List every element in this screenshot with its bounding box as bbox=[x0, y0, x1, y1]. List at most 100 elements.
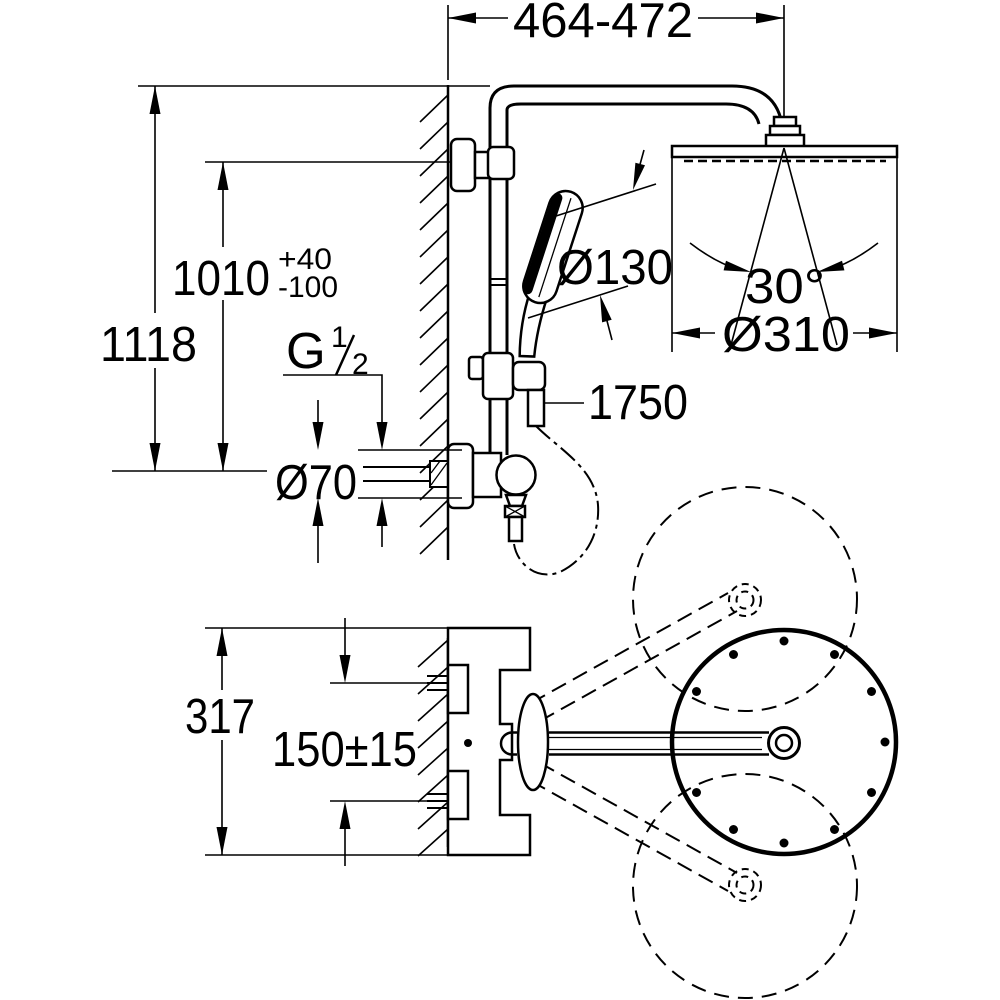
arrowhead bbox=[723, 260, 751, 272]
slider-knob bbox=[467, 355, 485, 381]
arrowhead bbox=[376, 498, 388, 526]
arrow-shafts bbox=[317, 400, 383, 563]
dim-label-valve-height: 317 bbox=[185, 690, 255, 744]
thread-callout: G 1 2 bbox=[283, 321, 388, 450]
swivel-circle-upper bbox=[632, 486, 858, 712]
nozzle-dot bbox=[779, 838, 789, 848]
dim-hose-length: 1750 bbox=[545, 376, 688, 430]
dim-label-inlet-spacing: 150±15 bbox=[272, 723, 417, 777]
arm-base-cap bbox=[499, 731, 517, 756]
arm-top-view bbox=[549, 731, 769, 756]
arrowhead bbox=[216, 827, 228, 855]
dim-ext-lines bbox=[205, 627, 448, 856]
nozzle-dot bbox=[867, 687, 876, 696]
swivel-hub-upper-inner bbox=[735, 590, 755, 610]
inlet-fitting-lower bbox=[446, 769, 470, 821]
dim-label-total-height: 1118 bbox=[100, 318, 197, 372]
shower-pipe-outer bbox=[488, 84, 784, 455]
inlet-fitting-upper bbox=[446, 663, 470, 715]
dim-inlet-spacing: 150±15 bbox=[272, 618, 448, 866]
dim-headshower-diameter: Ø310 bbox=[672, 308, 897, 362]
dim-label-handshower: Ø130 bbox=[557, 241, 673, 295]
wall-bracket-collar bbox=[486, 145, 516, 181]
nozzle-dot bbox=[729, 825, 738, 834]
nozzle-dot bbox=[692, 788, 701, 797]
cone-lines bbox=[730, 147, 838, 346]
dim-arm-projection: 464-472 bbox=[447, 0, 785, 118]
valve-check-symbol bbox=[504, 505, 526, 518]
arrowhead bbox=[216, 628, 228, 656]
swivel-hub-lower-outer bbox=[728, 868, 762, 902]
dim-total-height: 1118 bbox=[100, 85, 490, 471]
dim-label-tol-minus: -100 bbox=[278, 271, 338, 304]
dim-label-hose: 1750 bbox=[588, 376, 688, 430]
hand-shower-handle bbox=[518, 290, 549, 358]
slider-body bbox=[481, 351, 515, 401]
thread-denominator: 2 bbox=[352, 348, 369, 381]
arrowhead bbox=[448, 12, 476, 24]
dim-ext-lines bbox=[358, 449, 462, 499]
arrowhead bbox=[756, 12, 784, 24]
dim-ext-lines bbox=[671, 158, 898, 352]
supply-fitting-hatch bbox=[430, 460, 448, 486]
valve-center-mark bbox=[464, 739, 472, 747]
supply-pipe-lines bbox=[363, 466, 430, 482]
head-connector-mid bbox=[768, 124, 802, 137]
valve-outlet-stub bbox=[507, 515, 524, 543]
dim-handshower-diameter: Ø130 bbox=[527, 149, 673, 341]
dim-label-outlet-height: 1010 bbox=[172, 252, 270, 306]
arrowhead bbox=[149, 443, 161, 471]
dim-valve-height: 317 bbox=[185, 627, 448, 856]
dim-label-tol-plus: +40 bbox=[278, 243, 332, 276]
hose-outlet bbox=[526, 388, 546, 428]
shower-pipe-inner bbox=[505, 102, 761, 455]
dimensions: 464-472 1118 1010 +40 -100 G 1 2 bbox=[100, 0, 898, 866]
dim-label-arm-projection: 464-472 bbox=[513, 0, 693, 48]
arrowhead bbox=[149, 86, 161, 114]
swivel-arm-lower bbox=[530, 762, 738, 892]
hand-shower-contour bbox=[538, 197, 572, 298]
arrowhead bbox=[633, 162, 645, 190]
arrowhead bbox=[376, 422, 388, 450]
head-connector-top bbox=[772, 115, 798, 128]
thread-letter: G bbox=[286, 322, 326, 379]
nozzle-dot bbox=[692, 687, 701, 696]
arrowhead bbox=[672, 327, 700, 339]
hand-shower bbox=[518, 189, 584, 358]
dim-rosette-diameter: Ø70 bbox=[275, 400, 462, 563]
arrowhead bbox=[600, 295, 612, 323]
valve-outlet-neck bbox=[504, 493, 528, 508]
nozzle-dot bbox=[880, 737, 890, 747]
dim-outlet-height: 1010 +40 -100 bbox=[112, 161, 450, 472]
arrowhead bbox=[339, 655, 351, 683]
pipe-joint-ticks bbox=[490, 278, 507, 286]
thread-leader bbox=[283, 374, 383, 422]
arm-hub-inner bbox=[774, 733, 794, 753]
swivel-hub-lower-inner bbox=[735, 875, 755, 895]
nozzle-dot bbox=[830, 650, 839, 659]
escutcheon-top-view bbox=[516, 692, 550, 792]
arrowhead bbox=[217, 162, 229, 190]
arrowhead bbox=[312, 498, 324, 526]
dim-swivel-angle: 30° bbox=[671, 147, 898, 352]
thread-numerator: 1 bbox=[331, 321, 348, 354]
shower-hose-phantom bbox=[513, 425, 600, 576]
swivel-hub-upper-outer bbox=[728, 583, 762, 617]
arm-top-view-inner bbox=[549, 736, 762, 751]
nozzle-dot bbox=[830, 825, 839, 834]
dim-ext-lines bbox=[330, 682, 448, 802]
wall-bracket-flange bbox=[449, 137, 477, 193]
handshower-holder bbox=[511, 360, 547, 392]
swivel-circle-lower bbox=[632, 773, 858, 999]
arrowhead bbox=[869, 327, 897, 339]
arrowhead bbox=[339, 801, 351, 829]
wall-hatch-top bbox=[417, 639, 449, 857]
top-view bbox=[417, 626, 899, 857]
nozzle-dot bbox=[779, 636, 789, 646]
top-view-phantom-positions bbox=[530, 486, 858, 999]
hand-shower-face bbox=[522, 192, 563, 295]
swivel-arm-upper bbox=[530, 592, 738, 722]
nozzle-dot bbox=[867, 788, 876, 797]
arrowhead bbox=[217, 443, 229, 471]
